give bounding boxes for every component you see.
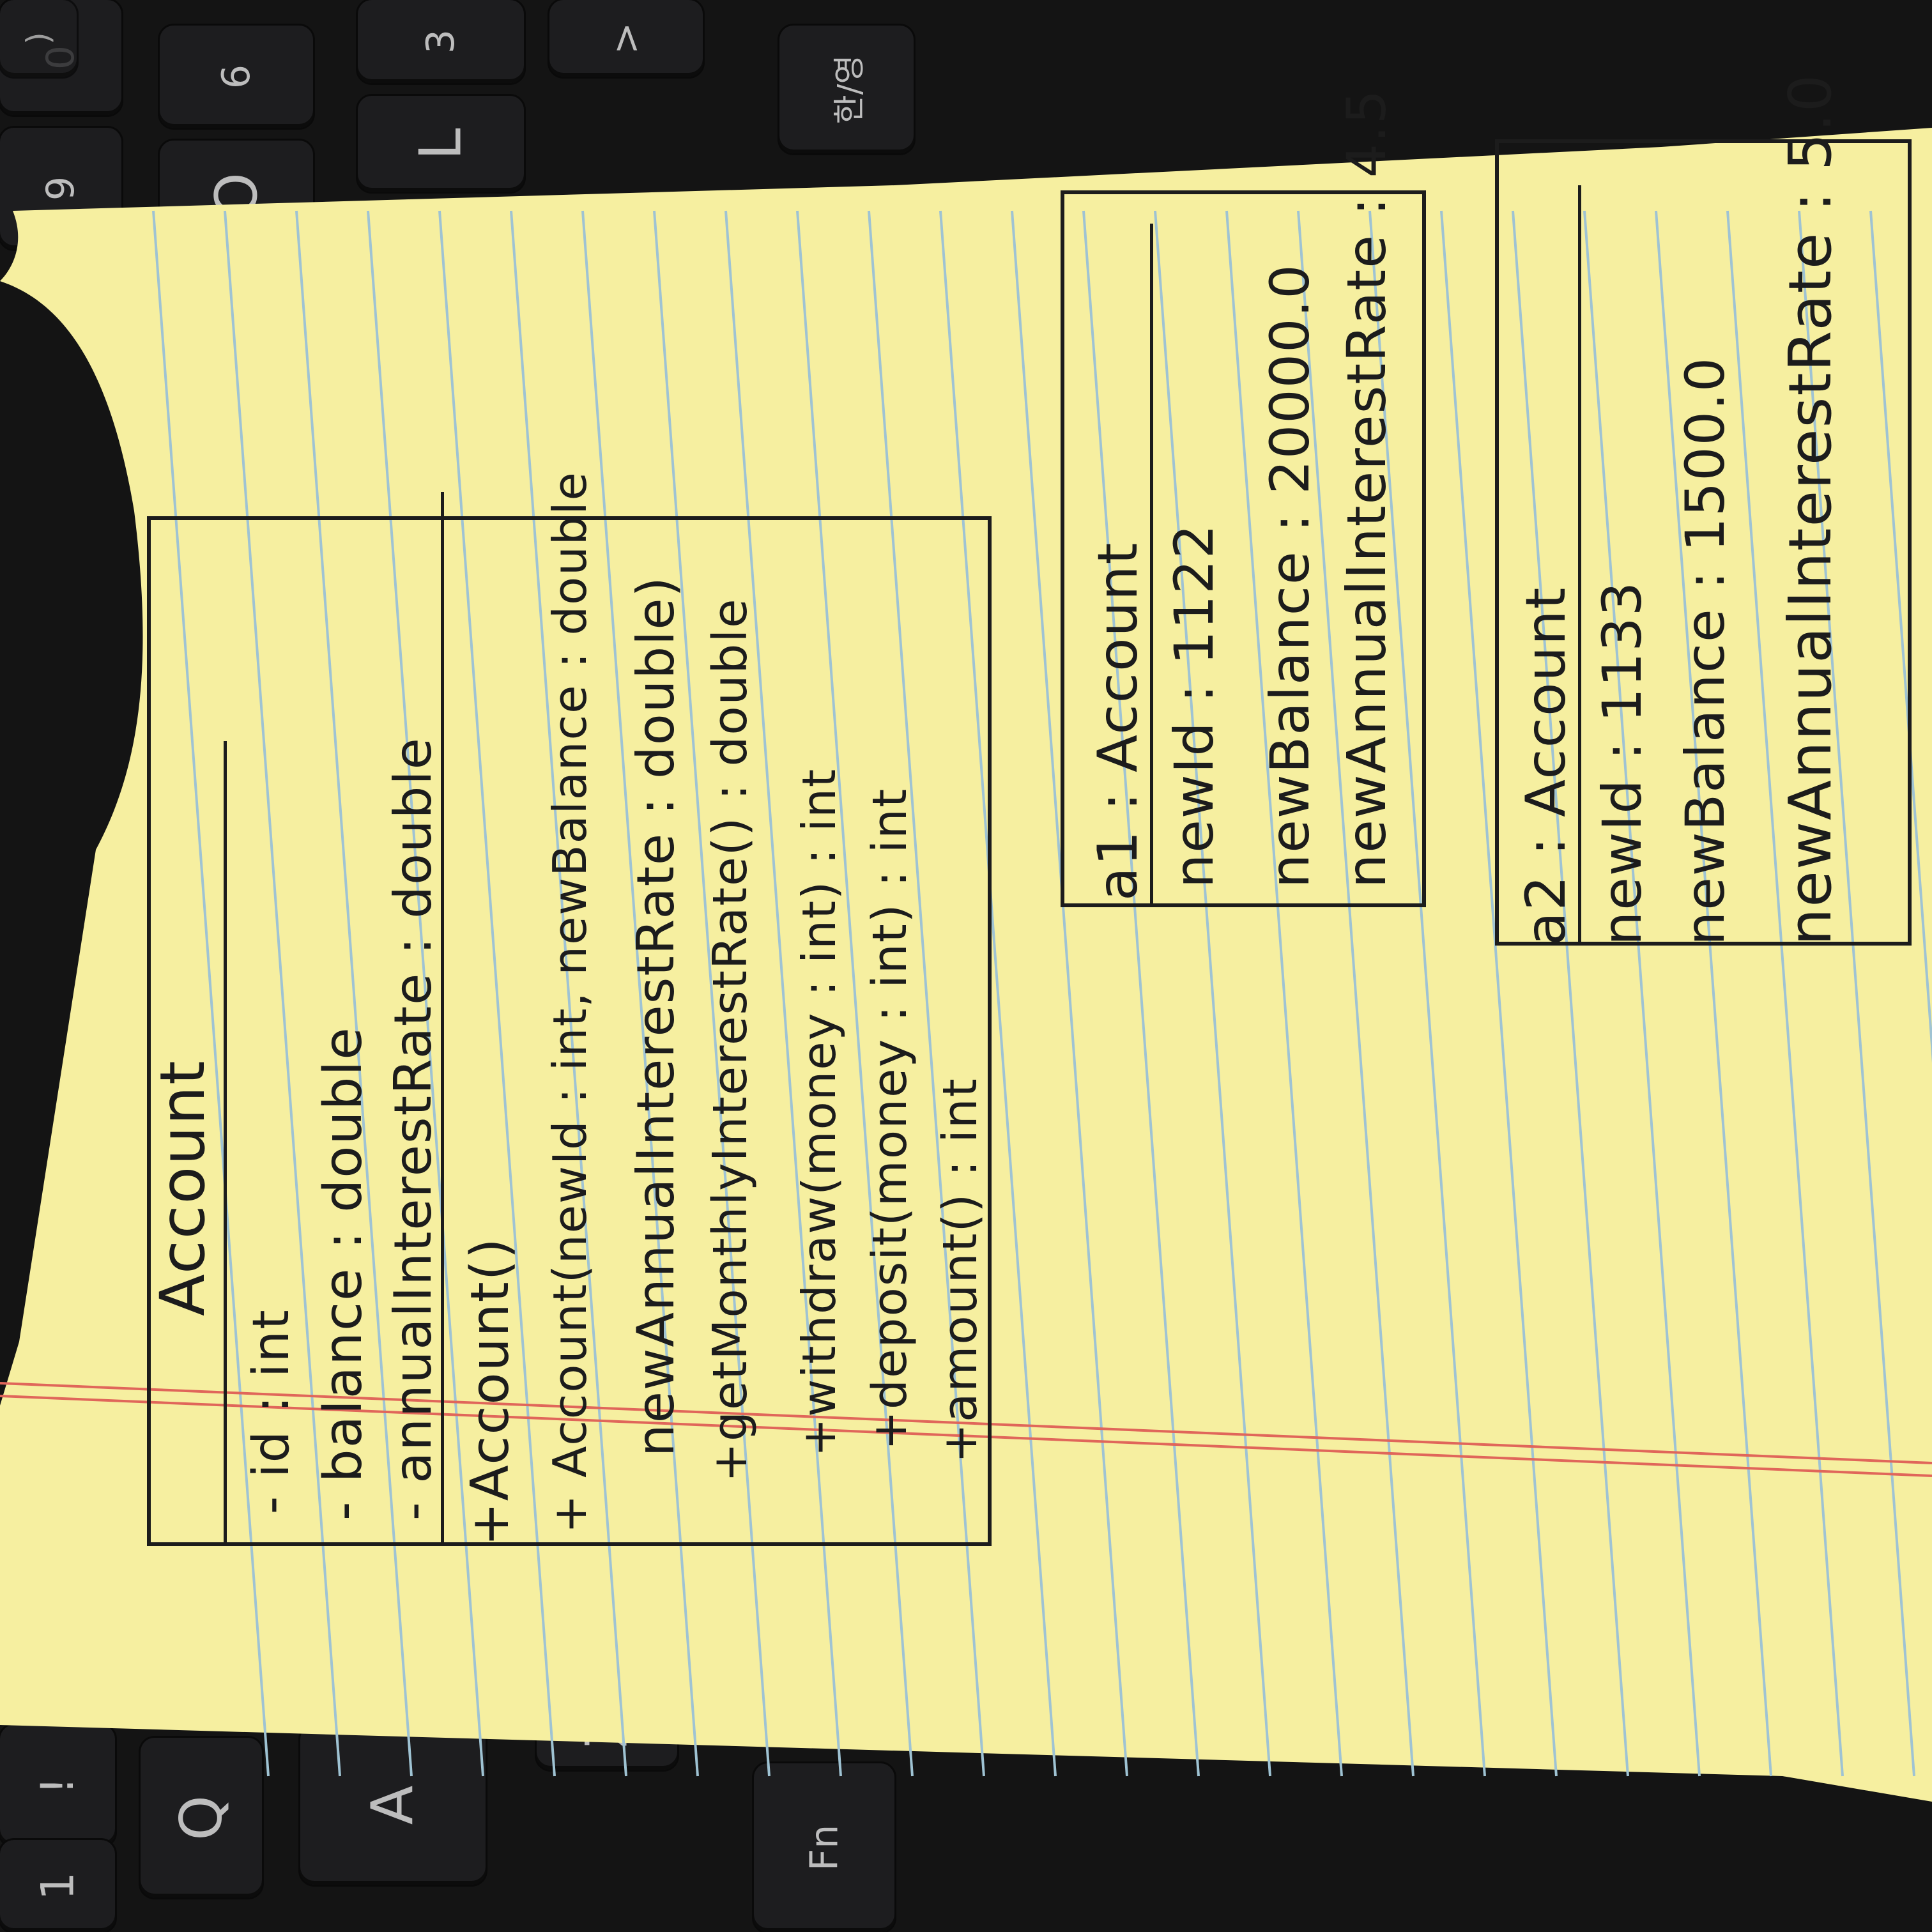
class-title: Account: [147, 1059, 218, 1316]
margin-lines: [0, 1382, 1932, 1477]
object-a2-field: newId : 1133: [1591, 580, 1653, 946]
paper-sheet: [0, 128, 1932, 1802]
class-field: - balance : double: [313, 1026, 374, 1521]
class-method: +withdraw(money : int) : int: [792, 767, 846, 1457]
object-a1-field: newAnnualInterestRate : 4.5: [1335, 88, 1398, 888]
key-exclaim[interactable]: !: [0, 1725, 115, 1846]
method-text: + Account(newId : int, newBalance : doub…: [543, 471, 597, 1533]
rule-line: [295, 210, 413, 1777]
class-field: - annualInterestRate : double: [383, 737, 443, 1521]
class-method: + Account(newId : int, newBalance : doub…: [543, 471, 597, 1533]
rule-line: [1082, 210, 1200, 1777]
rule-line: [581, 210, 699, 1777]
key-paren[interactable]: ): [0, 0, 77, 77]
rule-line: [152, 210, 270, 1777]
rule-line: [1154, 210, 1271, 1777]
class-method: +getMonthlyInterestRate() : double: [703, 597, 758, 1482]
rule-line: [1225, 210, 1343, 1777]
rule-line: [1655, 210, 1772, 1777]
rule-line: [1726, 210, 1844, 1777]
key-q[interactable]: Q: [141, 1738, 262, 1897]
object-a2-divider: [1578, 185, 1581, 946]
key-a[interactable]: A: [300, 1725, 486, 1885]
key-6[interactable]: 6: [160, 26, 313, 128]
rule-line: [1583, 210, 1701, 1777]
rule-line: [1869, 210, 1932, 1063]
key-3[interactable]: 3: [358, 0, 524, 83]
object-a1-field: newId : 1122: [1163, 523, 1225, 888]
handwritten-page: Account - id : int - balance : double - …: [102, 73, 1917, 1840]
object-a1-divider: [1150, 224, 1153, 907]
class-title-divider: [224, 741, 227, 1546]
rule-line: [1011, 210, 1128, 1777]
class-field: - id : int: [243, 1308, 300, 1514]
object-a1-field: newBalance : 20000.0: [1259, 263, 1321, 888]
key-lang[interactable]: 한/영: [779, 26, 914, 153]
key-l[interactable]: L: [358, 96, 524, 192]
rule-line: [1368, 210, 1486, 1777]
rule-line: [724, 210, 842, 1777]
key-1[interactable]: 1: [0, 1840, 115, 1932]
rule-line: [224, 210, 341, 1777]
class-method: +deposit(money : int) : int: [862, 787, 917, 1450]
rule-line: [1512, 210, 1629, 1777]
object-a2-field: newBalance : 1500.0: [1674, 356, 1736, 946]
class-method: newAnnualInterestRate : double): [626, 576, 686, 1457]
object-a2-field: newAnnualInterestRate : 5.0: [1776, 73, 1844, 946]
rule-line: [510, 210, 627, 1777]
rule-line: [1297, 210, 1414, 1777]
key-gt[interactable]: >: [549, 0, 703, 77]
rule-line: [438, 210, 556, 1777]
rule-line: [796, 210, 914, 1777]
rule-line: [868, 210, 985, 1777]
class-method: +Account(): [460, 1237, 521, 1546]
object-a1-title: a1 : Account: [1086, 541, 1150, 901]
rule-line: [1440, 210, 1558, 1777]
rule-line: [367, 210, 484, 1777]
rule-line: [1798, 210, 1915, 1777]
rule-line: [939, 210, 1057, 1777]
class-method: +amount() : int: [933, 1077, 988, 1463]
object-a2-title: a2 : Account: [1514, 586, 1578, 946]
rule-line: [653, 210, 770, 1777]
key-fn[interactable]: Fn: [754, 1763, 894, 1932]
